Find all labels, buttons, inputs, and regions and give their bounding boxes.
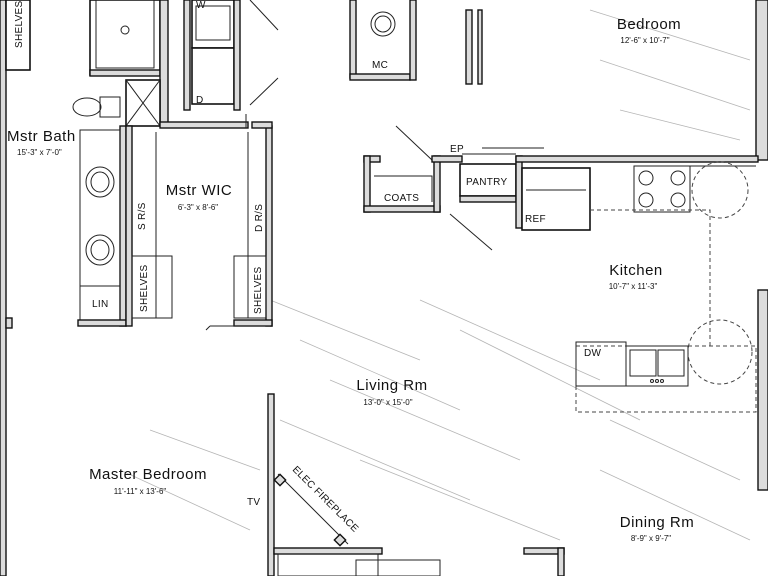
living-name: Living Rm: [356, 377, 427, 394]
dryer-label: D: [196, 95, 204, 106]
wic-walls: [125, 114, 273, 331]
coats-label: COATS: [384, 193, 419, 204]
bedroom-wall: [465, 9, 473, 85]
shelves-left-label: SHELVES: [139, 264, 150, 312]
kitchen-counters: [575, 161, 757, 413]
washer-label: W: [196, 0, 206, 11]
floor-texture: [119, 9, 751, 541]
mc-label: MC: [372, 60, 388, 71]
bedroom-dims: 12'-6" x 10'-7": [620, 36, 669, 45]
laundry: [159, 0, 279, 126]
shelves-right-label: SHELVES: [253, 266, 264, 314]
fireplace-label: ELEC FIREPLACE: [290, 464, 361, 535]
master-bedroom-name: Master Bedroom: [89, 466, 207, 483]
linen-box: [125, 79, 161, 127]
master-bedroom-dims: 11'-11" x 13'-6": [114, 487, 167, 496]
tv-label: TV: [247, 497, 260, 508]
ep-label: EP: [450, 144, 464, 155]
fireplace-wall: [267, 393, 565, 576]
shelves-top-box: [5, 0, 31, 71]
kitchen-name: Kitchen: [609, 262, 663, 279]
ep-wall: [431, 147, 544, 163]
d-rs-label: D R/S: [254, 204, 265, 232]
vanity: [77, 125, 127, 327]
mc-closet: [349, 0, 417, 81]
dining-dims: 8'-9" x 9'-7": [631, 534, 671, 543]
refrigerator: [521, 167, 591, 231]
s-rs-label: S R/S: [137, 202, 148, 230]
bedroom-wall-2: [477, 9, 483, 85]
kitchen-dims: 10'-7" x 11'-3": [609, 282, 658, 291]
dw-label: DW: [584, 348, 602, 359]
living-dims: 13'-0" x 15'-0": [363, 398, 412, 407]
coats-closet: [363, 125, 493, 251]
shower-wall: [89, 69, 161, 77]
bedroom-name: Bedroom: [617, 16, 681, 33]
mstr-wic-name: Mstr WIC: [166, 182, 232, 199]
pantry-label: PANTRY: [466, 177, 507, 188]
lin-label: LIN: [92, 299, 108, 310]
shelves-top-label: SHELVES: [14, 0, 25, 48]
stove: [633, 165, 691, 213]
dining-name: Dining Rm: [620, 514, 695, 531]
mstr-bath-dims: 15'-3" x 7'-0": [17, 148, 62, 157]
toilet: [72, 96, 121, 118]
mstr-wic-dims: 6'-3" x 8'-6": [178, 203, 218, 212]
left-partition: [5, 317, 13, 329]
pantry: [459, 155, 759, 229]
shower: [89, 0, 161, 76]
mstr-bath-name: Mstr Bath: [7, 128, 76, 145]
ref-label: REF: [525, 214, 546, 225]
